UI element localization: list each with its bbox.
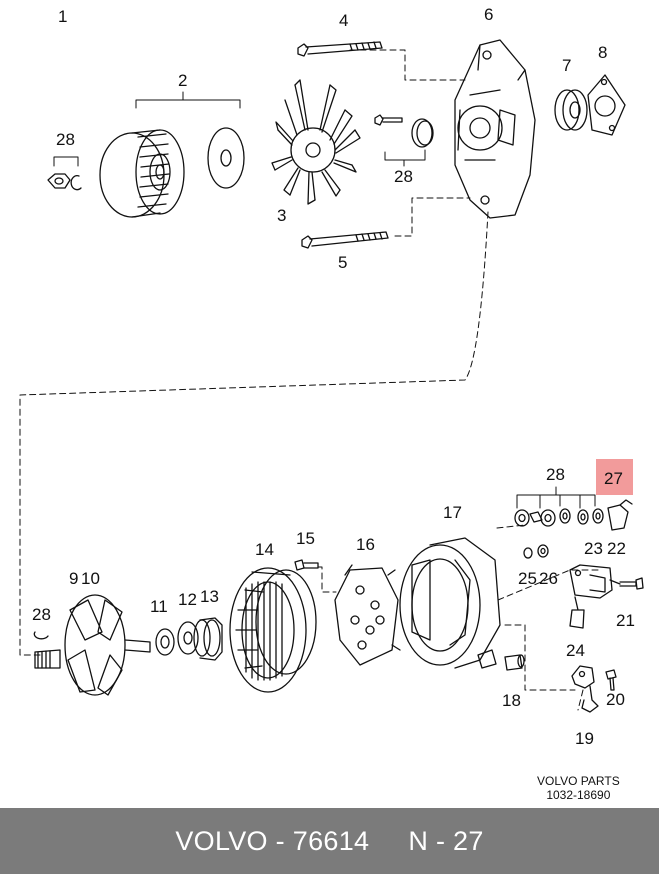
reference-code: 1032-18690 xyxy=(546,787,611,802)
callout-2: 2 xyxy=(178,71,188,90)
callout-28-middle: 28 xyxy=(394,167,413,186)
callout-7: 7 xyxy=(562,56,572,75)
washers-part-28-right xyxy=(514,508,604,527)
callout-3: 3 xyxy=(277,206,287,225)
end-housing-part-17 xyxy=(399,537,501,669)
callout-21: 21 xyxy=(616,611,635,630)
bracket-part-19 xyxy=(571,665,599,713)
callout-20: 20 xyxy=(606,690,625,709)
callout-8: 8 xyxy=(598,43,608,62)
callout-4: 4 xyxy=(339,11,349,30)
callout-28-top-left: 28 xyxy=(56,130,75,149)
callout-13: 13 xyxy=(200,587,219,606)
footer-part-number: VOLVO - 76614 N - 27 xyxy=(175,825,484,856)
callout-14: 14 xyxy=(255,540,274,559)
callout-9: 9 xyxy=(69,569,79,588)
callout-24: 24 xyxy=(566,641,585,660)
callout-15: 15 xyxy=(296,529,315,548)
bearing-part-12-13 xyxy=(177,617,223,661)
clip-part-28 xyxy=(33,631,49,640)
callout-27-highlighted: 27 xyxy=(604,469,623,488)
bearing-part-7 xyxy=(554,89,588,131)
callout-10: 10 xyxy=(81,569,100,588)
callout-28-right: 28 xyxy=(546,465,565,484)
callout-1: 1 xyxy=(58,7,68,26)
callout-5: 5 xyxy=(338,253,348,272)
alternator-exploded-drawing xyxy=(19,39,644,713)
terminal-part-27 xyxy=(607,499,633,531)
screw-part-15 xyxy=(294,559,319,571)
callout-17: 17 xyxy=(443,503,462,522)
reference-brand: VOLVO PARTS xyxy=(537,774,620,788)
screw-part-21 xyxy=(619,577,644,590)
sleeve-part-18 xyxy=(504,654,525,671)
callout-11: 11 xyxy=(150,597,168,616)
stator-part-14 xyxy=(229,567,317,693)
screw-part-20 xyxy=(605,669,617,691)
nut-part-28 xyxy=(47,173,82,191)
callout-26: 26 xyxy=(539,569,558,588)
callout-25: 25 xyxy=(518,569,537,588)
callout-23: 23 xyxy=(584,539,603,558)
regulator-part-23 xyxy=(569,564,621,599)
washers-part-25-26 xyxy=(523,544,549,559)
rectifier-part-16 xyxy=(334,564,401,666)
housing-part-6 xyxy=(454,39,536,219)
plate-part-8 xyxy=(587,74,626,136)
callout-6: 6 xyxy=(484,5,494,24)
callout-16: 16 xyxy=(356,535,375,554)
callout-18: 18 xyxy=(502,691,521,710)
reference-block: VOLVO PARTS 1032-18690 xyxy=(537,774,620,803)
callout-12: 12 xyxy=(178,590,197,609)
bolt-part-4 xyxy=(297,41,383,57)
fan-part-3 xyxy=(271,79,361,205)
callout-28-rotor: 28 xyxy=(32,605,51,624)
spacer-part-11 xyxy=(155,628,175,656)
footer-bar: VOLVO - 76614 N - 27 xyxy=(0,808,659,874)
callout-22: 22 xyxy=(607,539,626,558)
callout-19: 19 xyxy=(575,729,594,748)
highlight-box-27 xyxy=(596,459,633,495)
rotor-part-9-10 xyxy=(34,594,151,696)
bolt-part-5 xyxy=(301,231,389,249)
pulley-part-2 xyxy=(99,127,245,218)
brush-part-24 xyxy=(569,596,585,629)
screw-washer-part-28 xyxy=(374,114,434,148)
